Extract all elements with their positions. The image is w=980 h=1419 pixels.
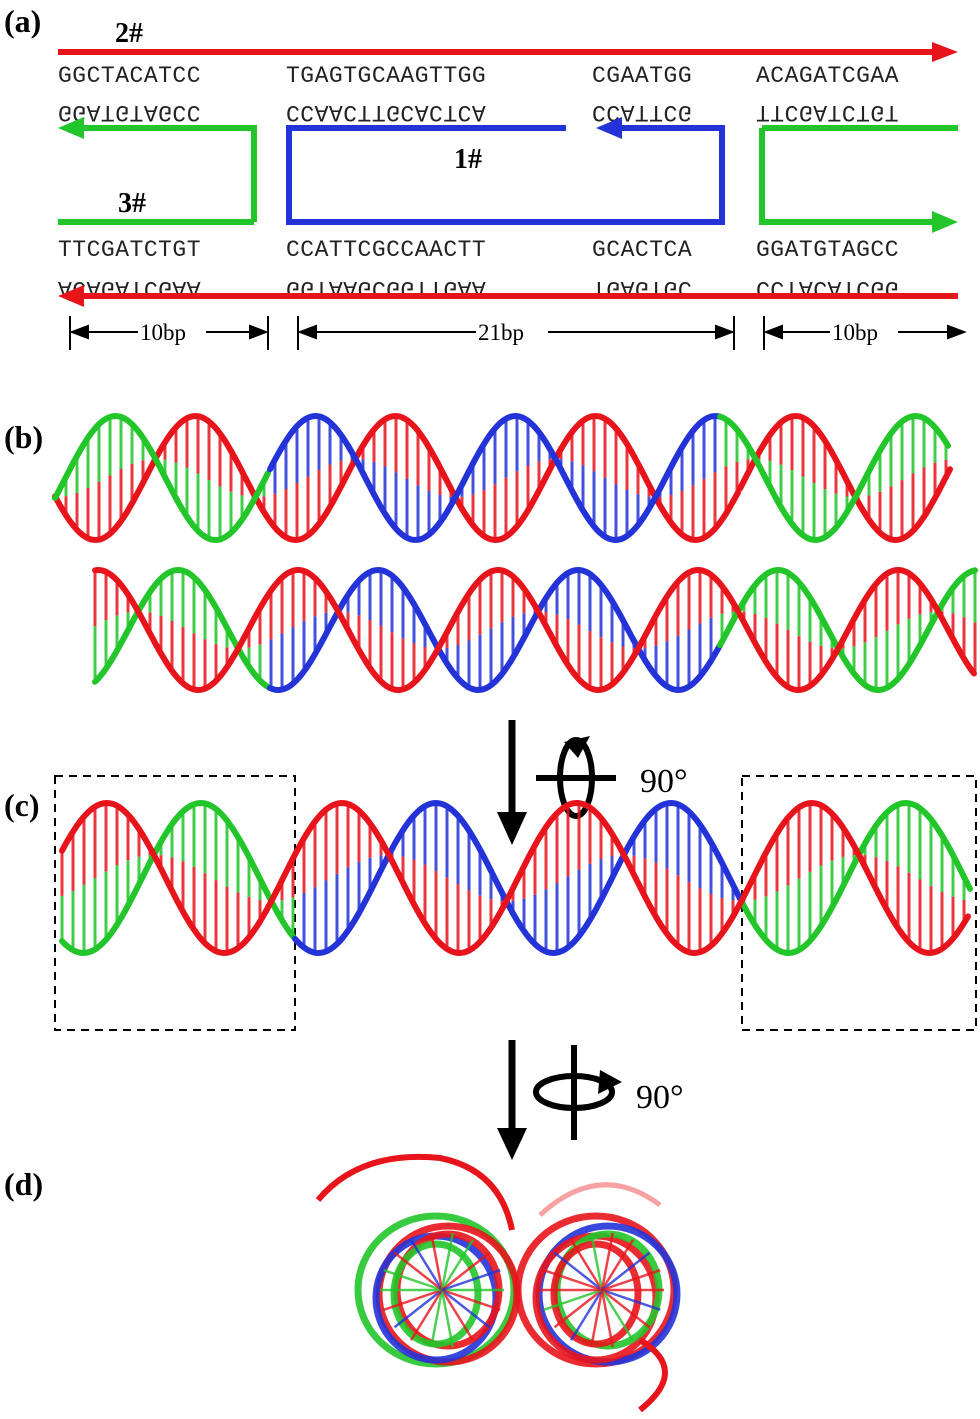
helix-d-left-spoke xyxy=(409,1289,444,1341)
panel-d: (d) xyxy=(4,1153,681,1413)
length-label-right: 10bp xyxy=(832,320,878,345)
seq-top2-seg2: CCAACTTGCACTCA xyxy=(286,99,486,125)
helix-d-left-spoke xyxy=(430,1232,444,1291)
helix-d-right-spoke xyxy=(590,1232,604,1291)
helix-d-left-spoke xyxy=(409,1239,444,1291)
seq-bot1-seg2: CCATTCGCCAACTT xyxy=(286,237,486,263)
helix-c-backbone-a xyxy=(739,799,973,957)
helix-d-left-spoke xyxy=(440,1289,475,1341)
helix-d-left-spoke xyxy=(441,1268,501,1292)
helix-d-right-ring xyxy=(550,1240,642,1348)
helix-d-left-spoke xyxy=(441,1251,491,1291)
helix-b-bottom-backbone-b xyxy=(737,566,977,694)
rotation-label-1: 90° xyxy=(640,763,688,800)
helix-b-top-backbone-b xyxy=(267,412,723,544)
helix-d-right-spoke xyxy=(601,1288,661,1312)
dashed-box-left xyxy=(54,775,296,1031)
helix-b-bottom-backbone-b xyxy=(297,566,741,694)
panel-a: (a) 2# GGCTACATCC TGAGTGCAAGTTGG CGAATGG… xyxy=(4,3,967,350)
helix-d-right-spoke xyxy=(590,1289,604,1348)
strand-3-left-bracket xyxy=(58,117,257,225)
helix-d-right-spoke xyxy=(601,1289,651,1329)
panel-label-d: (d) xyxy=(4,1166,43,1202)
helix-b-bottom-backbone-a xyxy=(267,566,723,694)
helix-d-left-spoke xyxy=(441,1289,491,1329)
helix-d-right-spoke xyxy=(543,1268,603,1292)
helix-d-left-spoke xyxy=(440,1289,454,1348)
panel-label-a: (a) xyxy=(4,3,41,39)
strand-2-top-arrow xyxy=(58,42,958,62)
strand-label-3: 3# xyxy=(118,188,146,219)
helix-d-right-spoke xyxy=(569,1239,604,1291)
helix-c-backbone-a xyxy=(292,799,745,957)
helix-d-left-spoke xyxy=(440,1239,475,1291)
helix-d-top-arc-right xyxy=(538,1182,662,1217)
helix-d-right-spoke xyxy=(601,1268,661,1292)
rotation-indicator-2: 90° xyxy=(497,1040,684,1160)
helix-d-left-spoke xyxy=(383,1288,443,1312)
strand-1-blue xyxy=(286,117,725,225)
length-label-left: 10bp xyxy=(140,320,186,345)
seq-top2-seg4: TTCGATCTGT xyxy=(756,99,899,125)
dimension-10bp-left xyxy=(69,316,269,350)
seq-top1-seg4: ACAGATCGAA xyxy=(756,63,899,89)
rotation-label-2: 90° xyxy=(636,1079,684,1116)
seq-top1-seg2: TGAGTGCAAGTTGG xyxy=(286,63,486,89)
helix-b-bottom-backbone-b xyxy=(92,566,302,694)
panel-label-b: (b) xyxy=(4,419,43,455)
helix-d-right-spoke xyxy=(543,1288,603,1312)
seq-bot1-seg3: GCACTCA xyxy=(592,237,692,263)
dimension-21bp xyxy=(297,316,735,350)
helix-d-right-spoke xyxy=(600,1289,635,1341)
helix-d-left-spoke xyxy=(430,1289,444,1348)
helix-b-top-backbone-a xyxy=(737,413,953,544)
helix-d-top-arc-left xyxy=(315,1153,515,1231)
helix-b-top xyxy=(52,412,953,544)
helix-d-left-spoke xyxy=(393,1251,443,1291)
length-label-middle: 21bp xyxy=(478,320,524,345)
helix-b-bottom-backbone-a xyxy=(92,566,272,691)
seq-top2-seg3: CCATTCG xyxy=(592,99,692,125)
helix-d-right-spoke xyxy=(553,1251,603,1291)
helix-b-top-backbone-a xyxy=(52,412,301,544)
helix-b-top-backbone-b xyxy=(52,412,271,543)
helix-d-left-spoke xyxy=(393,1289,443,1329)
helix-d-left-ring xyxy=(390,1240,482,1348)
helix-d-right-spoke xyxy=(600,1239,635,1291)
seq-top1-seg3: CGAATGG xyxy=(592,63,692,89)
seq-bot1-seg4: GGATGTAGCC xyxy=(756,237,899,263)
seq-bot1-seg1: TTCGATCTGT xyxy=(58,237,201,263)
helix-d-right-spoke xyxy=(601,1251,651,1291)
helix-d-left-spoke xyxy=(441,1288,501,1312)
panel-c: (c) xyxy=(4,775,977,1031)
helix-c-backbone-b xyxy=(59,799,971,957)
helix-c xyxy=(59,799,973,957)
helix-d-left-spoke xyxy=(440,1232,454,1291)
seq-top1-seg1: GGCTACATCC xyxy=(58,63,201,89)
panel-label-c: (c) xyxy=(4,787,40,823)
rotation-indicator-1: 90° xyxy=(497,720,688,845)
helix-d-tail xyxy=(638,1337,668,1413)
helix-d-left-spoke xyxy=(383,1268,443,1292)
helix-d-right-spoke xyxy=(600,1232,614,1291)
helix-b-top-backbone-b xyxy=(717,412,951,544)
strand-2-bottom-arrow xyxy=(58,285,958,307)
strand-3-right-bracket xyxy=(759,125,958,233)
helix-b-bottom xyxy=(92,566,978,694)
strand-label-2: 2# xyxy=(115,18,143,49)
helix-d-right-spoke xyxy=(553,1289,603,1329)
helix-b-top-backbone-a xyxy=(297,412,741,544)
helix-b-bottom-backbone-a xyxy=(717,566,978,694)
helix-d-right-spoke xyxy=(600,1289,614,1348)
dimension-10bp-right xyxy=(763,316,967,350)
helix-d-end-view xyxy=(315,1153,681,1413)
helix-c-backbone-a xyxy=(59,799,296,957)
panel-b: (b) xyxy=(4,412,978,694)
dashed-box-right xyxy=(741,775,977,1031)
strand-label-1: 1# xyxy=(454,144,482,175)
helix-d-right-spoke xyxy=(569,1289,604,1341)
